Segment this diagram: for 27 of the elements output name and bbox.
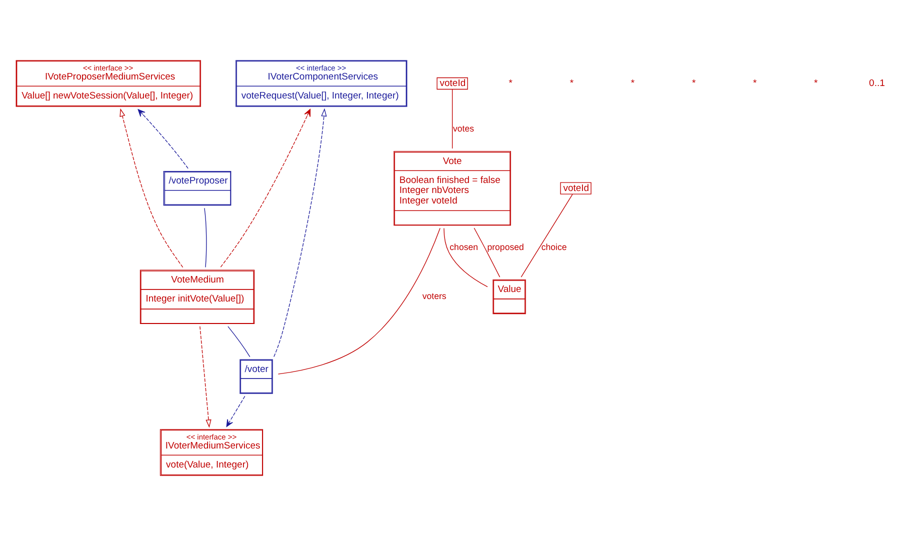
label: * [570,78,574,89]
connector [474,228,500,278]
arrow [200,326,212,428]
arrow [138,109,188,169]
edge-label: votes [453,123,474,134]
label: * [692,78,696,89]
label: * [814,78,818,89]
connector [278,228,440,374]
node-box: voteId [436,77,468,90]
connector [452,89,453,149]
connector [204,208,207,268]
label: * [508,78,513,89]
edge-label: voters [422,291,446,302]
arrow [274,108,327,358]
label: 0..1 [869,78,885,89]
label: * [630,78,635,89]
label: * [753,78,757,89]
arrow [226,396,246,427]
arrow [220,108,311,268]
arrow [120,108,184,268]
connector [444,228,488,288]
edge-label: proposed [487,242,524,252]
edge-label: choice [541,242,567,252]
connector [520,194,573,278]
node-box: voteId [560,182,592,194]
connector [228,326,250,358]
edge-label: chosen [450,242,478,252]
